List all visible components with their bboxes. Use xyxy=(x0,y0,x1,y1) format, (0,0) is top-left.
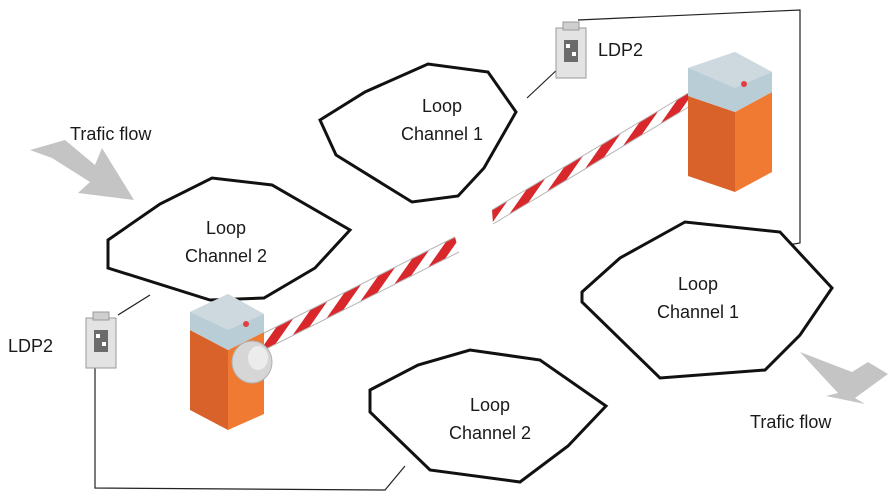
loop-channel-2-left xyxy=(106,176,353,302)
loop-right-line2: Channel 1 xyxy=(657,302,739,322)
loop-channel-2-bottom xyxy=(368,348,609,484)
loop-left-line1: Loop xyxy=(206,218,246,238)
loop-channel-1-top xyxy=(318,62,518,204)
loop-bottom-line2: Channel 2 xyxy=(449,423,531,443)
detector-label-top: LDP2 xyxy=(598,40,643,60)
loop-top-line1: Loop xyxy=(422,96,462,116)
traffic-flow-label-bottom: Trafic flow xyxy=(750,412,832,432)
barrier-post-left xyxy=(190,294,273,430)
barrier-post-right xyxy=(688,52,772,192)
loop-top-line2: Channel 1 xyxy=(401,124,483,144)
barrier-arm-right xyxy=(491,91,693,225)
wire-bottom-left xyxy=(94,294,406,491)
traffic-flow-label-top: Trafic flow xyxy=(70,124,152,144)
traffic-arrow-bottom-right xyxy=(800,352,888,404)
loop-right-line1: Loop xyxy=(678,274,718,294)
barrier-arm-left xyxy=(261,236,460,351)
loop-bottom-line1: Loop xyxy=(470,395,510,415)
traffic-arrow-top-left xyxy=(30,140,134,200)
detector-ldp2-bottom xyxy=(85,311,117,369)
detector-label-bottom: LDP2 xyxy=(8,336,53,356)
detector-ldp2-top xyxy=(555,21,587,79)
loop-left-line2: Channel 2 xyxy=(185,246,267,266)
loop-channel-1-right xyxy=(580,220,834,380)
